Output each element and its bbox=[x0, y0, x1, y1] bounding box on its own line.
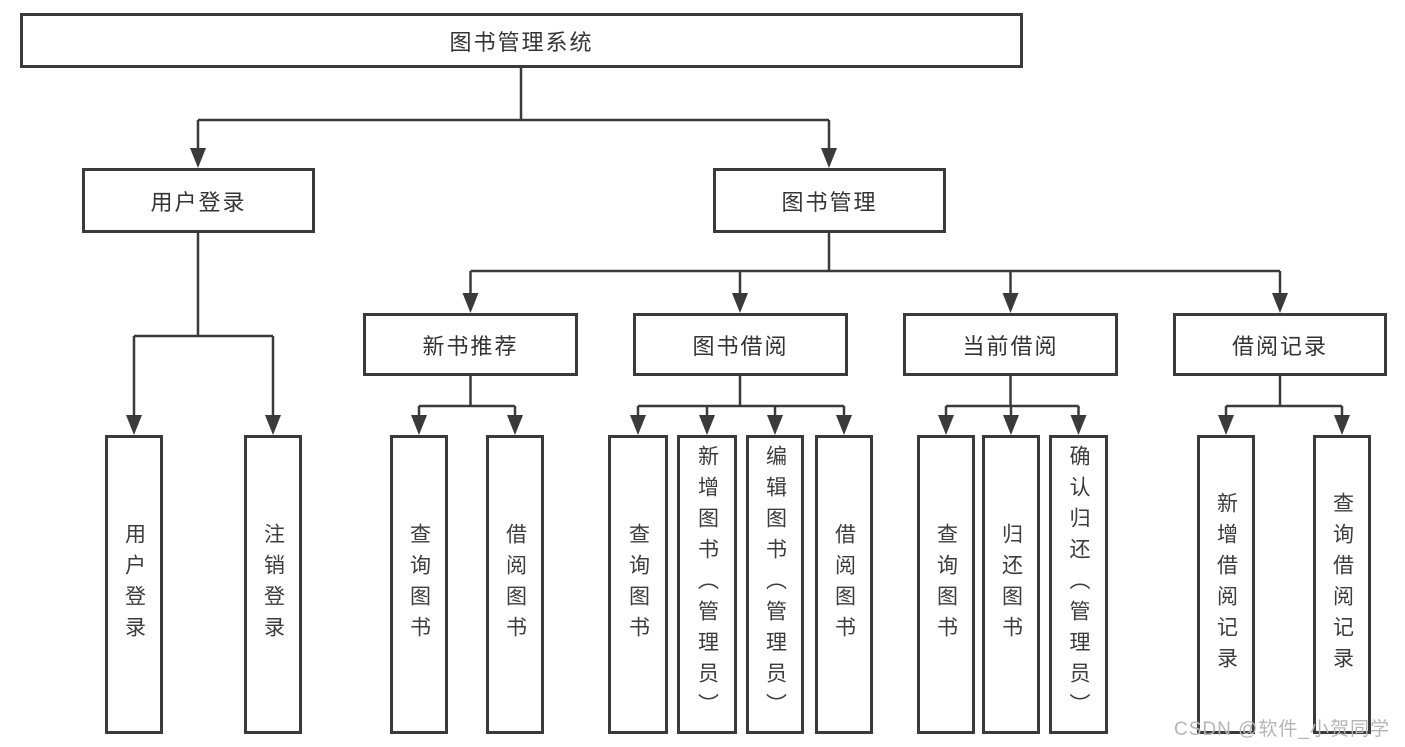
node-borrow-books-2: 借阅图书 bbox=[815, 435, 873, 734]
node-logout-leaf: 注销登录 bbox=[244, 435, 302, 734]
node-query-books-3: 查询图书 bbox=[917, 435, 975, 734]
node-user-login-leaf: 用户登录 bbox=[105, 435, 163, 734]
csdn-watermark: CSDN @软件_小贺同学 bbox=[1174, 719, 1390, 740]
node-book-borrow: 图书借阅 bbox=[633, 313, 848, 376]
node-new-book-recommend: 新书推荐 bbox=[363, 313, 578, 376]
node-borrow-record: 借阅记录 bbox=[1173, 313, 1387, 376]
node-root: 图书管理系统 bbox=[20, 13, 1023, 68]
node-query-books-2: 查询图书 bbox=[608, 435, 668, 734]
node-query-borrow-record: 查询借阅记录 bbox=[1313, 435, 1371, 734]
node-book-management-branch: 图书管理 bbox=[713, 168, 946, 233]
node-user-login-branch: 用户登录 bbox=[82, 168, 315, 233]
node-current-borrow: 当前借阅 bbox=[903, 313, 1118, 376]
node-edit-book-admin: 编辑图书（管理员） bbox=[746, 435, 804, 734]
node-add-borrow-record: 新增借阅记录 bbox=[1197, 435, 1255, 734]
node-return-book: 归还图书 bbox=[982, 435, 1040, 734]
node-query-books-1: 查询图书 bbox=[390, 435, 448, 734]
node-borrow-books-1: 借阅图书 bbox=[486, 435, 544, 734]
node-add-book-admin: 新增图书（管理员） bbox=[677, 435, 737, 734]
node-confirm-return-admin: 确认归还（管理员） bbox=[1049, 435, 1108, 734]
